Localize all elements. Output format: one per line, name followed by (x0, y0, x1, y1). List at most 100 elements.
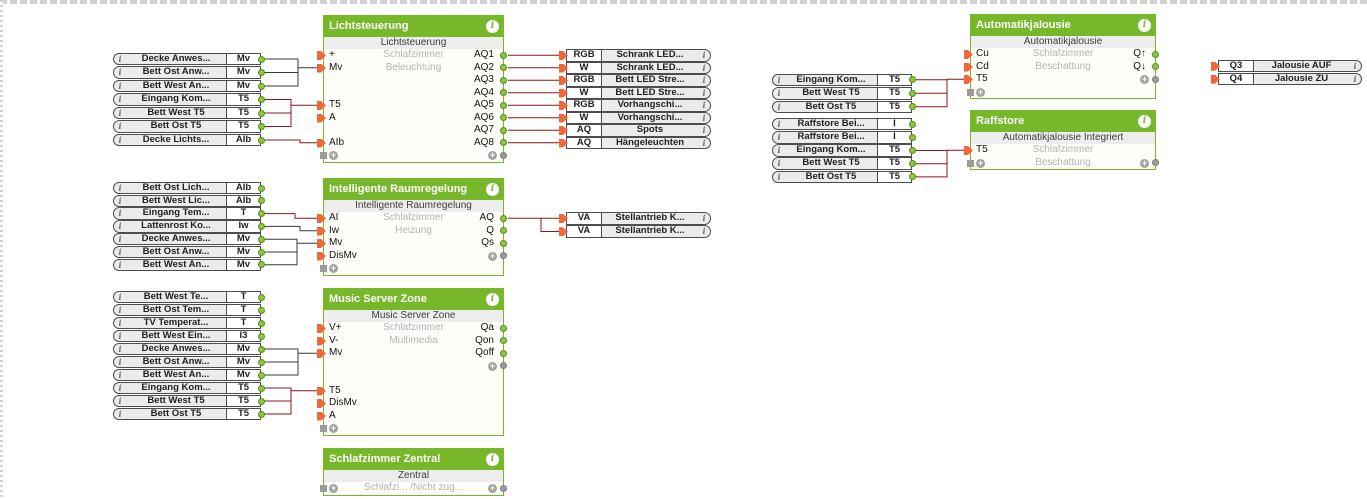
info-icon[interactable]: i (118, 80, 122, 91)
output-connector-icon[interactable] (258, 197, 265, 205)
info-icon[interactable]: i (486, 293, 499, 306)
add-output-button[interactable]: + (488, 250, 497, 261)
info-icon[interactable]: i (118, 246, 122, 257)
info-icon[interactable]: i (777, 118, 781, 129)
input-connector-icon[interactable] (317, 239, 326, 248)
input-connector-icon[interactable] (317, 349, 326, 358)
add-output-button[interactable]: + (488, 360, 497, 371)
output-connector-icon[interactable] (909, 120, 916, 128)
output-connector-icon[interactable] (500, 337, 507, 345)
input-connector-icon[interactable] (317, 63, 326, 73)
info-icon[interactable]: i (777, 171, 781, 182)
output-connector-icon[interactable] (258, 136, 265, 144)
input-connector-icon[interactable] (964, 75, 973, 84)
input-connector-icon[interactable] (964, 62, 973, 72)
info-icon[interactable]: i (118, 208, 122, 219)
info-icon[interactable]: i (118, 259, 122, 270)
info-icon[interactable]: i (777, 101, 781, 112)
input-connector-icon[interactable] (559, 227, 568, 237)
info-icon[interactable]: i (702, 100, 706, 110)
info-icon[interactable]: i (777, 74, 781, 85)
info-icon[interactable]: i (118, 134, 122, 145)
input-connector-icon[interactable] (1211, 74, 1220, 84)
info-icon[interactable]: i (777, 132, 781, 143)
block-link-connector[interactable] (967, 159, 974, 167)
output-connector-icon[interactable] (258, 96, 265, 103)
add-input-button[interactable]: + (329, 150, 338, 160)
info-icon[interactable]: i (702, 87, 706, 98)
input-connector-icon[interactable] (317, 336, 326, 346)
output-connector-icon[interactable] (909, 76, 916, 84)
add-output-button[interactable]: + (1140, 157, 1149, 168)
info-icon[interactable]: i (702, 226, 706, 237)
output-connector-icon[interactable] (500, 101, 507, 109)
block-link-connector[interactable] (967, 88, 974, 96)
output-connector-icon[interactable] (909, 133, 916, 141)
output-connector-icon[interactable] (258, 82, 265, 90)
info-icon[interactable]: i (702, 125, 706, 135)
info-icon[interactable]: i (702, 112, 706, 123)
add-output-button[interactable]: + (488, 483, 497, 493)
input-connector-icon[interactable] (317, 386, 326, 396)
output-connector-icon[interactable] (258, 410, 265, 418)
output-connector-icon[interactable] (258, 345, 265, 353)
info-icon[interactable]: i (486, 183, 499, 196)
output-connector-icon[interactable] (258, 123, 265, 130)
info-icon[interactable]: i (702, 50, 706, 60)
input-connector-icon[interactable] (317, 411, 326, 421)
output-connector-icon[interactable] (1152, 63, 1159, 71)
output-connector-icon[interactable] (909, 160, 916, 168)
info-icon[interactable]: i (118, 67, 122, 78)
info-icon[interactable]: i (1138, 19, 1151, 32)
info-icon[interactable]: i (118, 121, 122, 132)
input-connector-icon[interactable] (559, 101, 568, 110)
output-connector-icon[interactable] (500, 324, 507, 332)
input-connector-icon[interactable] (317, 51, 326, 60)
input-connector-icon[interactable] (964, 146, 973, 155)
output-connector-icon[interactable] (258, 371, 265, 379)
output-connector-icon[interactable] (258, 210, 265, 218)
input-connector-icon[interactable] (317, 399, 326, 408)
info-icon[interactable]: i (702, 137, 706, 148)
output-connector-icon[interactable] (500, 214, 507, 222)
info-icon[interactable]: i (118, 382, 122, 393)
info-icon[interactable]: i (118, 291, 122, 302)
input-connector-icon[interactable] (317, 324, 326, 333)
output-connector-icon[interactable] (500, 51, 507, 59)
output-connector-icon[interactable] (909, 89, 916, 97)
block-link-connector[interactable] (320, 152, 327, 159)
output-connector-icon[interactable] (258, 184, 265, 192)
output-connector-icon[interactable] (500, 64, 507, 72)
block-link-connector[interactable] (320, 485, 327, 492)
